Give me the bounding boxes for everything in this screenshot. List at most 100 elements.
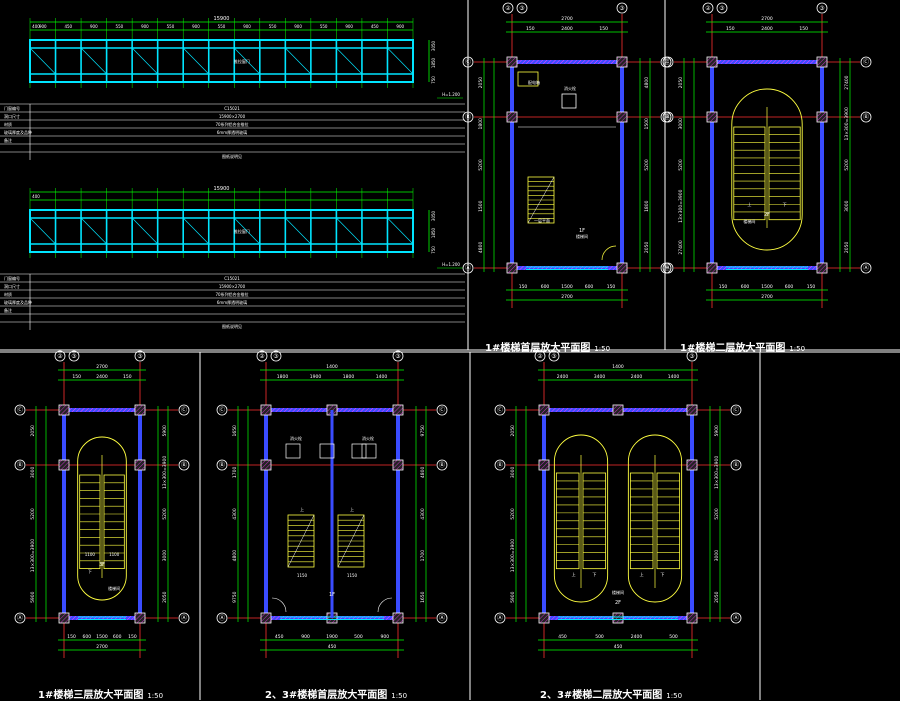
elev-bay-dim: 550 [269, 24, 277, 29]
plan-bottom-dim: 600 [83, 634, 92, 640]
plan-bottom-dim: 900 [381, 634, 390, 640]
plan-bottom-dim: 450 [275, 634, 284, 640]
axis-bubble-top [716, 2, 728, 14]
plan-side-dim: 1500 [644, 118, 650, 130]
axis-bubble-side [216, 459, 228, 471]
column-hatch [59, 613, 69, 623]
plan-side-dim: 5200 [844, 159, 850, 171]
plan-note: 1150 [297, 573, 308, 578]
plan-side-dim: 2050 [510, 425, 516, 437]
axis-bubble-label: ② [57, 353, 63, 360]
column-hatch [707, 263, 717, 273]
column-hatch [261, 405, 271, 415]
spec-table-value: 图纸说明见 [222, 323, 242, 329]
plan-note: 2F [615, 600, 621, 606]
plan-top-dim: 2700 [561, 16, 573, 22]
spec-table-value: 15900×2700 [219, 114, 246, 119]
plan-bottom-dim: 150 [607, 284, 616, 290]
plan-bottom-dim: 600 [741, 284, 750, 290]
plan-note: 1100 [85, 552, 96, 557]
axis-bubble-label: Ⓐ [663, 264, 669, 272]
plan-side-dim: 9750 [232, 591, 238, 603]
plan-top-dim: 150 [599, 26, 608, 32]
plan-note: 消火栓 [362, 435, 374, 441]
axis-bubble-side [462, 56, 474, 68]
wall-right [396, 410, 400, 618]
plan-side-dim: 27400 [844, 75, 850, 89]
plan-side-dim: 5900 [510, 591, 516, 603]
axis-bubble-top [256, 350, 268, 362]
elev-bay-dim: 900 [39, 24, 47, 29]
axis-bubble-top [392, 350, 404, 362]
axis-bubble-label: Ⓑ [465, 113, 471, 121]
plan-bottom-dim: 2400 [631, 634, 643, 640]
column-hatch [613, 405, 623, 415]
elev-bay-dim: 900 [141, 24, 149, 29]
axis-bubble-label: Ⓐ [733, 614, 739, 622]
plan-top-dim: 1800 [343, 374, 355, 380]
plan-note: 消火栓 [564, 85, 576, 91]
plan-bottom-dim: 600 [113, 634, 122, 640]
plan-side-dim: 1650 [232, 425, 238, 437]
elev-right-dim: 1850 [431, 227, 436, 238]
axis-bubble-label: Ⓑ [17, 461, 23, 469]
column-hatch [539, 405, 549, 415]
axis-bubble-label: ③ [689, 353, 694, 360]
plan-side-dim: 2050 [844, 242, 850, 254]
elev-bay-dim: 550 [167, 24, 175, 29]
plan-side-dim: 5200 [714, 508, 720, 520]
plan-top-dim: 1800 [277, 374, 289, 380]
elev-bay-dim: 900 [192, 24, 200, 29]
column-hatch [59, 460, 69, 470]
equipment-box [285, 443, 301, 459]
plan-bottom-dim: 150 [519, 284, 528, 290]
axis-bubble-label: Ⓐ [465, 264, 471, 272]
axis-bubble-side [178, 459, 190, 471]
plan-bottom-dim: 600 [541, 284, 550, 290]
wall-hatch [510, 266, 624, 270]
column-hatch [539, 460, 549, 470]
axis-bubble-label: Ⓐ [219, 614, 225, 622]
plan-bottom-dim: 1500 [761, 284, 773, 290]
stair-landing-outline [553, 434, 609, 603]
axis-bubble-label: ③ [619, 5, 624, 12]
plan-bottom-dim: 2700 [761, 294, 773, 300]
plan-bottom-dim: 150 [719, 284, 728, 290]
plan-bottom-dim: 1500 [561, 284, 573, 290]
wall-hatch [62, 616, 142, 620]
window-opening-mark [387, 47, 414, 75]
axis-bubble-side [860, 262, 872, 274]
plan-side-dim: 5900 [30, 591, 36, 603]
plan-side-dim: 5200 [162, 508, 168, 520]
axis-bubble-top [686, 350, 698, 362]
plan-side-dim: 4800 [232, 550, 238, 562]
window-opening-mark [182, 217, 209, 245]
plan-note: 消火栓 [290, 435, 302, 441]
plan-top-dim: 2400 [631, 374, 643, 380]
window-opening-mark [387, 217, 414, 245]
plan-bottom-dim: 600 [585, 284, 594, 290]
axis-bubble-label: ③ [719, 5, 724, 12]
plan-top-dim: 1900 [310, 374, 322, 380]
column-hatch [507, 263, 517, 273]
column-hatch [393, 613, 403, 623]
window-opening-mark [29, 47, 56, 75]
axis-bubble-label: ② [537, 353, 543, 360]
window-opening-mark [131, 47, 158, 75]
axis-bubble-label: ② [705, 5, 711, 12]
axis-bubble-label: Ⓒ [181, 406, 187, 414]
axis-bubble-label: ③ [395, 353, 400, 360]
axis-bubble-top [516, 2, 528, 14]
elev-total-dim: 15900 [214, 16, 230, 22]
window-opening-mark [285, 47, 312, 75]
plan-side-dim: 1700 [232, 467, 238, 479]
axis-bubble-side [14, 459, 26, 471]
axis-bubble-label: Ⓐ [17, 614, 23, 622]
plan-note: 配电箱 [528, 79, 540, 85]
spec-table-label: 备注 [4, 137, 12, 143]
plan-note: 1F [579, 228, 585, 234]
column-hatch [539, 613, 549, 623]
